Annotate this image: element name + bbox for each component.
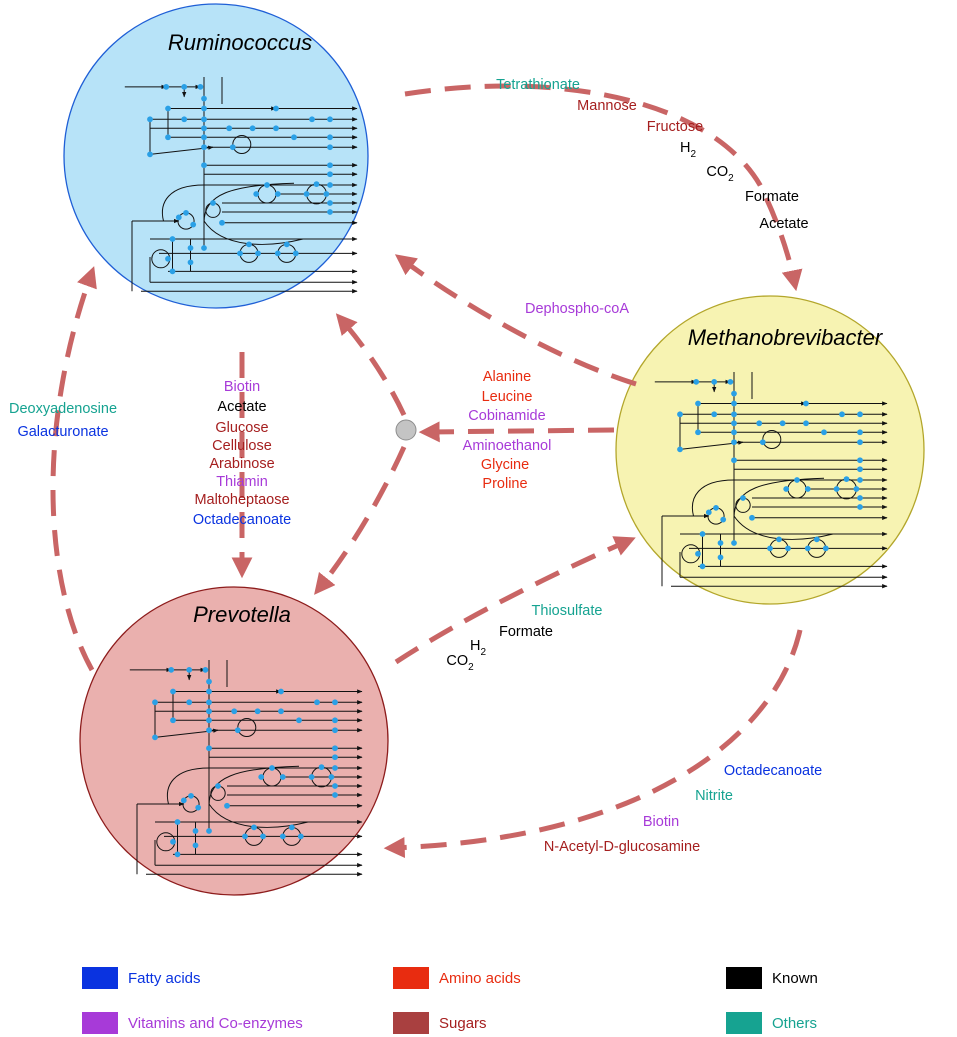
arrow-prevotella-to-methano bbox=[394, 536, 636, 665]
prevotella-cell: Prevotella bbox=[79, 586, 389, 896]
arrow-methano-to-prevotella bbox=[383, 629, 803, 859]
prevotella-title: Prevotella bbox=[193, 602, 291, 627]
label-thiosulfate: Thiosulfate bbox=[532, 603, 603, 619]
ruminococcus-title: Ruminococcus bbox=[168, 30, 312, 55]
label-galacturonate: Galacturonate bbox=[17, 424, 108, 440]
legend-label-others: Others bbox=[772, 1014, 818, 1032]
legend-known: Known bbox=[726, 967, 818, 989]
arrow-prevotella-to-rumino bbox=[50, 266, 97, 672]
label-maltoheptaose: Maltoheptaose bbox=[194, 492, 289, 508]
label-octadecanoate-lower: Octadecanoate bbox=[724, 763, 822, 779]
legend-label-known: Known bbox=[772, 969, 818, 987]
label-co2: CO2 bbox=[706, 164, 734, 184]
label-glucose: Glucose bbox=[215, 420, 268, 436]
label-h2: H2 bbox=[680, 140, 696, 160]
legend-label-amino-acids: Amino acids bbox=[439, 969, 521, 987]
legend-swatch-known bbox=[726, 967, 762, 989]
legend: Fatty acids Amino acids Known Vitamins a… bbox=[0, 955, 957, 1035]
label-deoxyadenosine: Deoxyadenosine bbox=[9, 401, 117, 417]
legend-amino-acids: Amino acids bbox=[393, 967, 521, 989]
label-leucine: Leucine bbox=[482, 389, 533, 405]
label-aminoethanol: Aminoethanol bbox=[463, 438, 552, 454]
legend-swatch-fatty-acids bbox=[82, 967, 118, 989]
legend-label-vitamins: Vitamins and Co-enzymes bbox=[128, 1014, 303, 1032]
label-n-acetyl-glucosamine: N-Acetyl-D-glucosamine bbox=[544, 839, 700, 855]
label-cellulose: Cellulose bbox=[212, 438, 272, 454]
legend-vitamins: Vitamins and Co-enzymes bbox=[82, 1012, 303, 1034]
arrow-methano-to-rumino bbox=[394, 254, 637, 387]
methanobrevibacter-cell: Methanobrevibacter bbox=[615, 295, 925, 605]
label-acetate-center: Acetate bbox=[217, 399, 266, 415]
arrow-methano-to-hub bbox=[418, 421, 615, 443]
label-h2-lower: H2 bbox=[470, 638, 486, 658]
label-fructose: Fructose bbox=[647, 119, 703, 135]
methanobrevibacter-title: Methanobrevibacter bbox=[688, 325, 884, 350]
label-biotin-center: Biotin bbox=[224, 379, 260, 395]
legend-swatch-vitamins bbox=[82, 1012, 118, 1034]
label-formate-lower: Formate bbox=[499, 624, 553, 640]
legend-swatch-amino-acids bbox=[393, 967, 429, 989]
arrow-hub-to-rumino bbox=[335, 313, 407, 417]
legend-swatch-others bbox=[726, 1012, 762, 1034]
label-arabinose: Arabinose bbox=[209, 456, 274, 472]
arrow-rumino-to-methano bbox=[404, 83, 803, 292]
label-co2-lower: CO2 bbox=[446, 653, 474, 673]
label-mannose: Mannose bbox=[577, 98, 637, 114]
label-tetrathionate: Tetrathionate bbox=[496, 77, 580, 93]
legend-fatty-acids: Fatty acids bbox=[82, 967, 201, 989]
label-formate-top: Formate bbox=[745, 189, 799, 205]
legend-swatch-sugars bbox=[393, 1012, 429, 1034]
label-acetate-top: Acetate bbox=[759, 216, 808, 232]
legend-sugars: Sugars bbox=[393, 1012, 487, 1034]
legend-label-sugars: Sugars bbox=[439, 1014, 487, 1032]
label-glycine: Glycine bbox=[481, 457, 529, 473]
label-dephospho-coa: Dephospho-coA bbox=[525, 301, 629, 317]
label-proline: Proline bbox=[482, 476, 527, 492]
label-thiamin: Thiamin bbox=[216, 474, 268, 490]
ruminococcus-cell: Ruminococcus bbox=[63, 3, 369, 309]
label-biotin-lower: Biotin bbox=[643, 814, 679, 830]
label-alanine: Alanine bbox=[483, 369, 531, 385]
arrow-hub-to-prevotella bbox=[314, 445, 407, 595]
legend-label-fatty-acids: Fatty acids bbox=[128, 969, 201, 987]
legend-others: Others bbox=[726, 1012, 817, 1034]
label-octadecanoate-center: Octadecanoate bbox=[193, 512, 291, 528]
label-nitrite: Nitrite bbox=[695, 788, 733, 804]
label-cobinamide: Cobinamide bbox=[468, 408, 545, 424]
exchange-hub-node bbox=[395, 419, 417, 441]
